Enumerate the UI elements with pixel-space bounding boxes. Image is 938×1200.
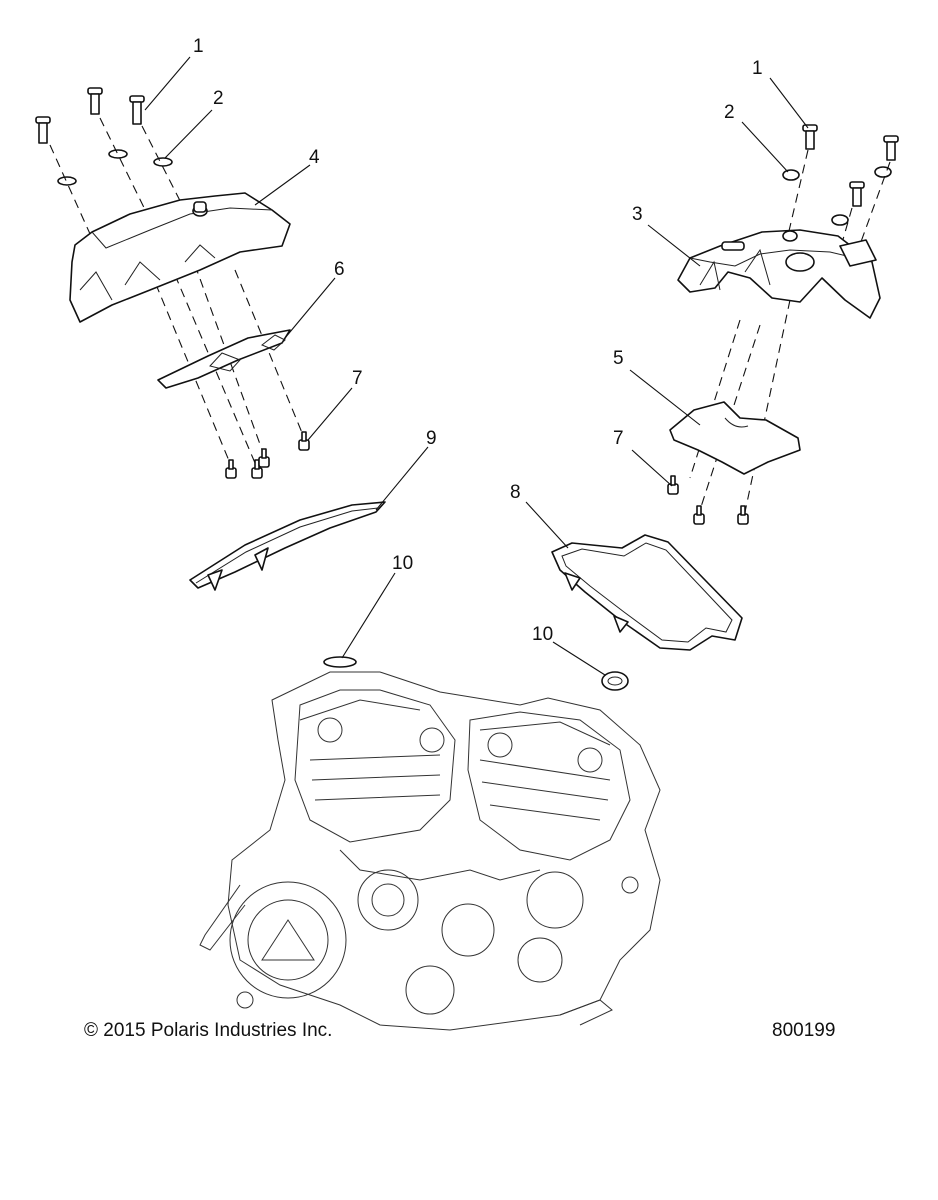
right-o-ring — [601, 671, 629, 691]
engine-block — [199, 671, 661, 1031]
leader-lines — [144, 56, 809, 676]
callout-4-left: 4 — [309, 147, 320, 168]
left-baffle-bolt — [298, 431, 310, 451]
left-baffle-plate — [157, 329, 291, 389]
callout-2-right: 2 — [724, 102, 735, 123]
right-baffle-plate — [669, 401, 801, 475]
right-cover-gasket — [551, 534, 743, 651]
left-cover-bolt — [35, 116, 51, 144]
left-grommet — [153, 157, 173, 167]
callout-labels: 1 2 4 6 7 9 10 1 2 3 5 7 8 10 — [193, 36, 763, 645]
callout-1-right: 1 — [752, 58, 763, 79]
left-valve-cover — [69, 192, 291, 323]
left-cover-bolt — [129, 95, 145, 125]
callout-7-left: 7 — [352, 368, 363, 389]
right-valve-cover-assembly — [551, 124, 899, 691]
callout-7-right: 7 — [613, 428, 624, 449]
left-o-ring — [323, 656, 357, 668]
left-grommet — [57, 176, 77, 186]
right-grommet — [831, 214, 849, 226]
copyright-notice: © 2015 Polaris Industries Inc. — [84, 1020, 333, 1041]
right-cover-bolt — [849, 181, 865, 207]
right-valve-cover — [677, 229, 881, 319]
right-grommet — [874, 166, 892, 178]
callout-10-left: 10 — [392, 553, 413, 574]
callout-9-left: 9 — [426, 428, 437, 449]
left-grommet — [108, 149, 128, 159]
callout-10-right: 10 — [532, 624, 553, 645]
right-baffle-bolt — [693, 505, 705, 525]
figure-number: 800199 — [772, 1020, 836, 1041]
right-grommet — [782, 169, 800, 181]
left-cover-gasket — [189, 501, 386, 591]
right-baffle-bolt — [667, 475, 679, 495]
left-valve-cover-assembly — [35, 87, 386, 668]
callout-1-left: 1 — [193, 36, 204, 57]
callout-5-right: 5 — [613, 348, 624, 369]
right-cover-bolt — [802, 124, 818, 150]
right-cover-bolt — [883, 135, 899, 161]
left-baffle-bolt — [258, 448, 270, 468]
left-baffle-bolt — [251, 459, 263, 479]
right-baffle-bolt — [737, 505, 749, 525]
left-baffle-bolt — [225, 459, 237, 479]
left-cover-bolt — [87, 87, 103, 115]
callout-3-right: 3 — [632, 204, 643, 225]
callout-6-left: 6 — [334, 259, 345, 280]
callout-2-left: 2 — [213, 88, 224, 109]
callout-8-right: 8 — [510, 482, 521, 503]
